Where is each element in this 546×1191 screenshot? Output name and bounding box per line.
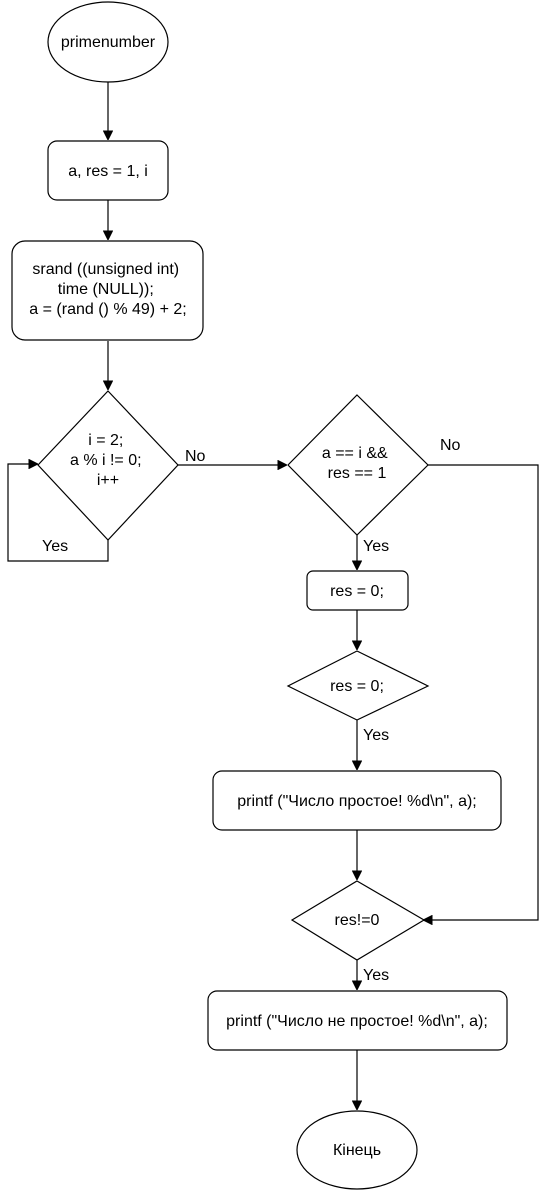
print-prime-label: printf ("Число простое! %d\n", a); xyxy=(237,793,477,810)
node-end: Кінець xyxy=(296,1110,418,1190)
check-prime-line-1: a == i && xyxy=(322,445,388,462)
node-start: primenumber xyxy=(47,1,169,83)
loop-line-1: i = 2; xyxy=(88,432,123,449)
check-res-zero-yes-label: Yes xyxy=(363,727,389,744)
edge-labels: Yes No No Yes Yes Yes xyxy=(42,437,461,984)
svg-text:srand ((unsigned int) ti: srand ((unsigned int) time (NULL)); a = … xyxy=(29,261,186,318)
edge-check-prime-no-to-res-not-zero xyxy=(424,464,539,920)
start-label: primenumber xyxy=(61,34,156,51)
node-print-not-prime: printf ("Число не простое! %d\n", a); xyxy=(207,990,508,1051)
check-prime-line-2: res == 1 xyxy=(328,465,387,482)
loop-line-2: a % i != 0; xyxy=(70,452,142,469)
svg-text:a == i && res == 1: a == i && res == 1 xyxy=(322,445,392,482)
init-line-3: a = (rand () % 49) + 2; xyxy=(29,301,186,318)
check-prime-no-label: No xyxy=(440,437,461,454)
edge-loop-yes-back xyxy=(7,464,109,562)
loop-line-3: i++ xyxy=(97,472,119,489)
declare-label: a, res = 1, i xyxy=(68,163,148,180)
node-check-res-not-zero-decision: res!=0 xyxy=(290,880,426,961)
init-line-2: time (NULL)); xyxy=(58,281,154,298)
print-not-prime-label: printf ("Число не простое! %d\n", a); xyxy=(226,1013,488,1030)
node-loop-decision: i = 2; a % i != 0; i++ xyxy=(37,390,179,541)
node-reset-res: res = 0; xyxy=(306,570,409,611)
check-res-not-zero-yes-label: Yes xyxy=(363,967,389,984)
node-print-prime: printf ("Число простое! %d\n", a); xyxy=(212,770,502,831)
reset-res-label: res = 0; xyxy=(330,583,384,600)
node-check-prime-decision: a == i && res == 1 xyxy=(287,394,429,536)
edges xyxy=(7,82,539,1109)
loop-no-label: No xyxy=(185,448,206,465)
node-init: srand ((unsigned int) time (NULL)); a = … xyxy=(11,240,204,341)
node-declare: a, res = 1, i xyxy=(47,140,169,201)
end-label: Кінець xyxy=(333,1142,381,1159)
check-prime-yes-label: Yes xyxy=(363,538,389,555)
check-res-not-zero-label: res!=0 xyxy=(335,912,380,929)
loop-yes-label: Yes xyxy=(42,538,68,555)
init-line-1: srand ((unsigned int) xyxy=(32,261,179,278)
svg-text:i = 2; a % i != 0;: i = 2; a % i != 0; i++ xyxy=(70,432,146,489)
check-res-zero-label: res = 0; xyxy=(330,678,384,695)
node-check-res-zero-decision: res = 0; xyxy=(286,650,430,721)
